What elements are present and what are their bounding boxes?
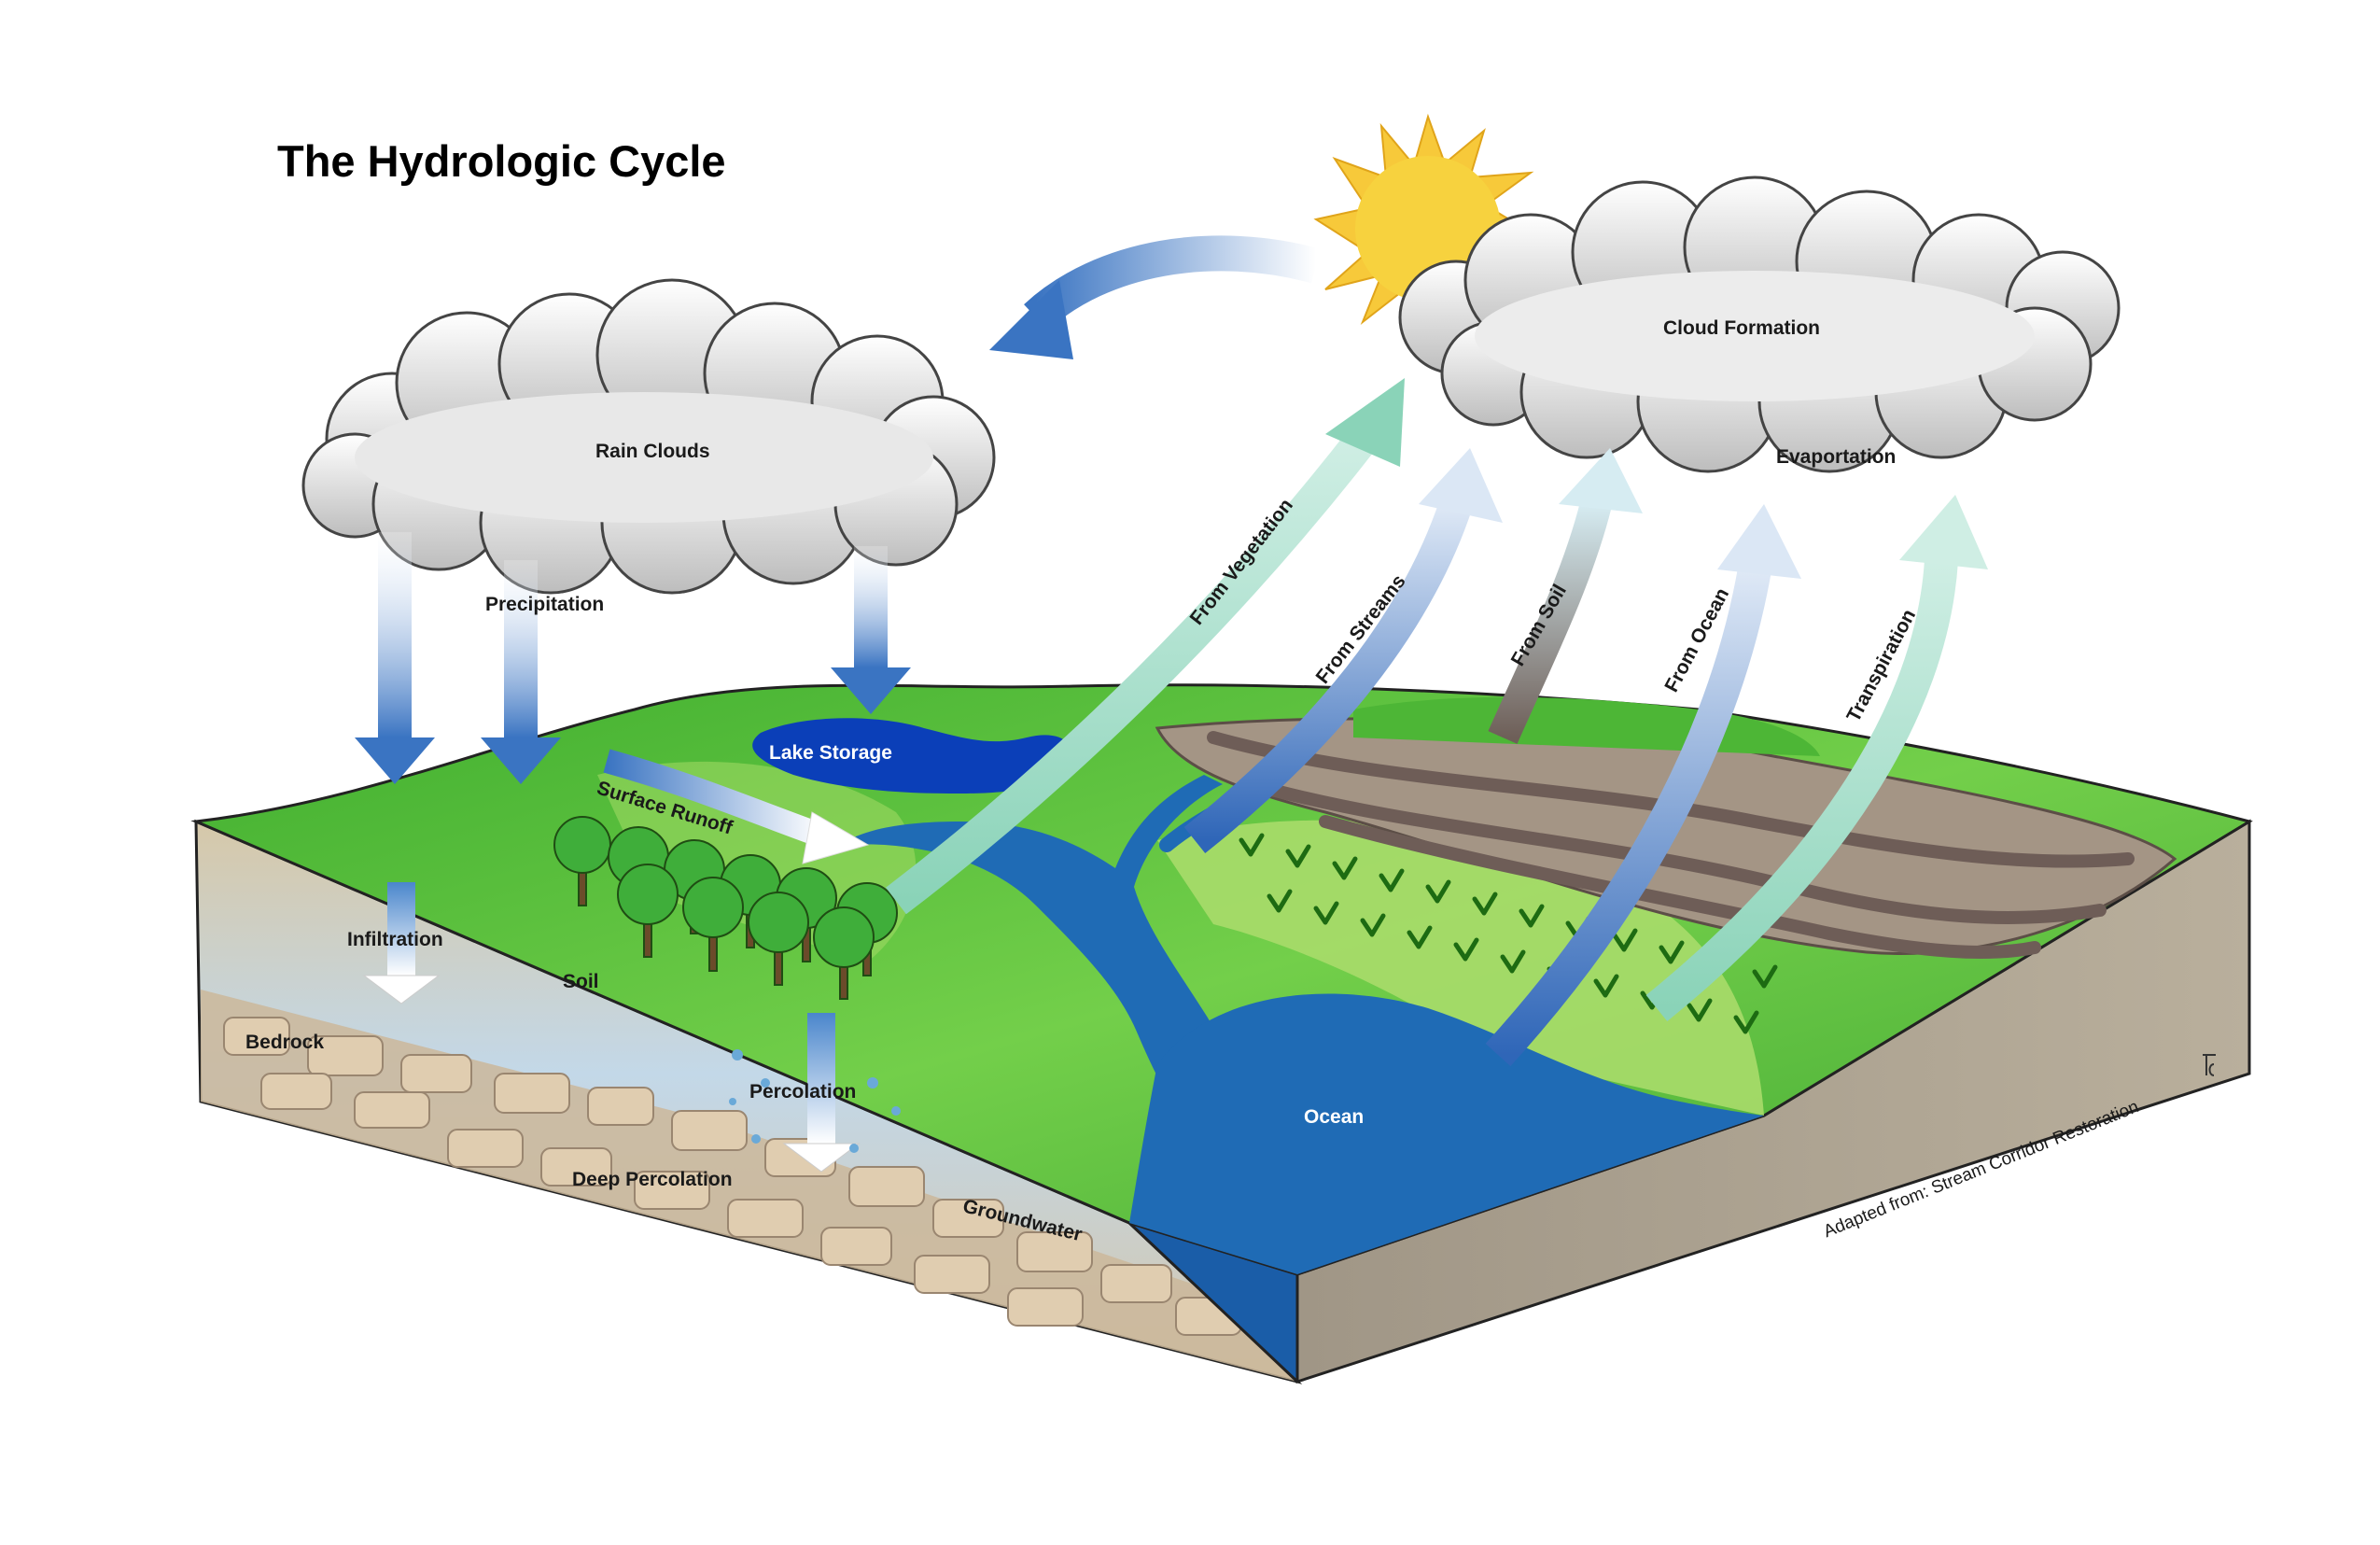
infiltration-arrow xyxy=(387,882,415,976)
runoff-arrowhead xyxy=(802,811,870,864)
precipitation-arrows xyxy=(355,532,911,784)
label-ocean: Ocean xyxy=(1304,1106,1365,1128)
label-cloud-formation: Cloud Formation xyxy=(1663,317,1820,339)
percolation-arrow xyxy=(807,1013,835,1144)
label-deep-percolation: Deep Percolation xyxy=(572,1169,733,1190)
arc-arrowhead xyxy=(989,280,1073,359)
label-infiltration: Infiltration xyxy=(347,929,443,950)
label-bedrock: Bedrock xyxy=(245,1032,325,1053)
arc-arrow xyxy=(1024,235,1321,331)
label-percolation: Percolation xyxy=(749,1081,857,1103)
signature-mark xyxy=(2203,1054,2216,1076)
arrow-transpiration xyxy=(1645,558,1958,1021)
lake-storage xyxy=(752,718,1071,794)
bedrock-layer xyxy=(201,990,1297,1382)
label-evaporation: Evaportation xyxy=(1776,446,1897,468)
arrow-from-ocean xyxy=(1485,566,1771,1067)
label-precipitation: Precipitation xyxy=(485,594,605,615)
bedrock-rocks xyxy=(223,1017,1242,1336)
label-soil: Soil xyxy=(563,971,599,992)
page-title: The Hydrologic Cycle xyxy=(277,136,726,186)
runoff-arrow xyxy=(603,749,826,848)
label-lake-storage: Lake Storage xyxy=(769,742,892,764)
arrow-from-soil xyxy=(1488,499,1612,744)
forest xyxy=(553,816,898,1000)
label-rain-clouds: Rain Clouds xyxy=(595,441,710,462)
ocean xyxy=(1129,993,1764,1274)
arrow-from-streams xyxy=(1183,499,1473,854)
arrow-from-vegetation xyxy=(886,428,1377,915)
droplets xyxy=(729,1049,901,1153)
